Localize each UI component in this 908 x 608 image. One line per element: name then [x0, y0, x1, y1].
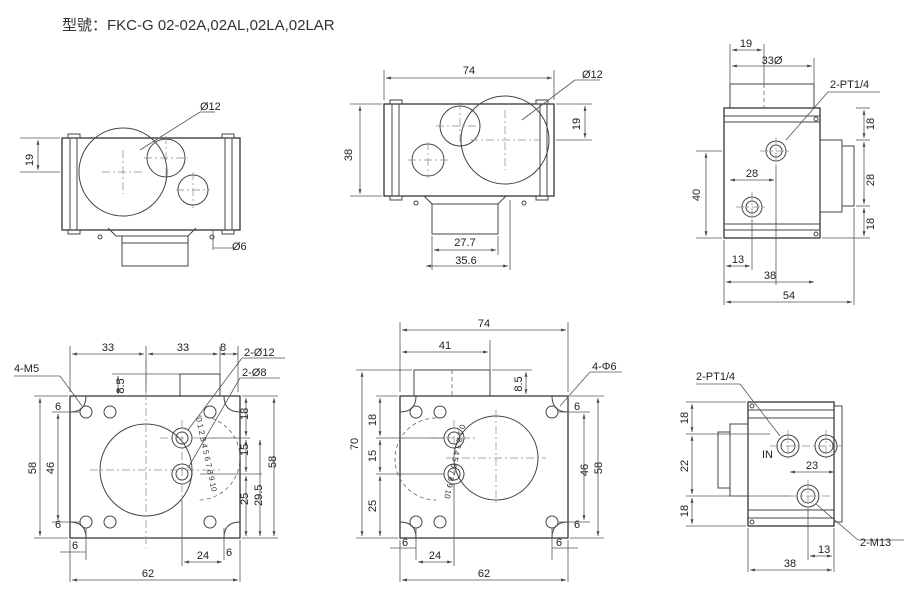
dim-label: 6 [55, 401, 61, 413]
dim-label: 58 [267, 456, 279, 468]
dim-label: 13 [818, 544, 830, 556]
dim-label: 29.5 [253, 485, 265, 506]
dim-label: 15 [239, 444, 251, 456]
dim-label: 19 [740, 38, 752, 50]
dim-label: 8 [220, 342, 226, 354]
dim-label: 18 [679, 412, 691, 424]
solenoid-cap [729, 83, 815, 109]
view-bottom-right: IN 2-PT1/4 18 22 18 23 2-M13 13 38 [679, 371, 904, 572]
dim-label: 22 [679, 460, 691, 472]
view-top-left: 19 Ø12 Ø6 [20, 101, 247, 267]
dim-label: 38 [764, 270, 776, 282]
dim-label: 25 [239, 493, 251, 505]
dim-label: 28 [865, 174, 877, 186]
dim-label: 4-M5 [14, 363, 39, 375]
screw-hole [433, 405, 447, 419]
dim-label: 8.5 [115, 378, 127, 393]
valve-bottom-stem [121, 235, 189, 267]
view-top-right: 19 33Ø 2-PT1/4 18 28 18 28 40 13 38 54 [691, 38, 880, 305]
dim-label: 33 [177, 342, 189, 354]
dim-label: 62 [142, 568, 154, 580]
dim-label: 33 [102, 342, 114, 354]
arc-scale: 0 1 2 3 4 5 6 7 8 9 10 [194, 417, 219, 493]
screw-hole [79, 405, 93, 419]
dim-label: 4-Φ6 [592, 361, 617, 373]
screw-hole [409, 405, 423, 419]
dim-label: 18 [239, 408, 251, 420]
dim-label: 33Ø [762, 55, 783, 67]
dim-label: 18 [679, 505, 691, 517]
dim-label: 6 [226, 547, 232, 559]
dim-label: 46 [45, 462, 57, 474]
view-bottom-middle: 0 1 2 3 4 5 6 7 8 9 10 74 41 8.5 4-Φ6 70… [349, 318, 622, 582]
arc-scale: 0 1 2 3 4 5 6 7 8 9 10 [442, 424, 467, 500]
screw-hole [79, 515, 93, 529]
dim-label: 18 [865, 218, 877, 230]
valve-side-body [723, 107, 821, 239]
dim-label: 2-M13 [860, 537, 891, 549]
dim-label: 6 [402, 537, 408, 549]
valve-side-body [747, 401, 835, 527]
dim-label: 18 [865, 118, 877, 130]
dim-label: 8.5 [513, 376, 525, 391]
port-label: 2-PT1/4 [696, 371, 735, 383]
large-port-circle [460, 95, 550, 185]
dim-label: 24 [197, 550, 209, 562]
dim-label: 28 [746, 168, 758, 180]
dim-label: 2-Ø8 [242, 367, 266, 379]
dim-label: 58 [27, 462, 39, 474]
dim-label: 19 [571, 118, 583, 130]
dim-label: 35.6 [455, 255, 476, 267]
dim-label: 6 [574, 401, 580, 413]
valve-body [61, 137, 241, 231]
dim-label: Ø6 [232, 241, 247, 253]
dim-label: 24 [429, 550, 441, 562]
dim-label: 54 [783, 290, 795, 302]
valve-bottom-stem [431, 203, 499, 235]
dim-label: 6 [55, 519, 61, 531]
view-top-middle: 74 Ø12 38 19 27.7 35.6 [343, 65, 603, 270]
dim-label: 62 [478, 568, 490, 580]
dim-label: 41 [439, 340, 451, 352]
dim-label: 6 [72, 540, 78, 552]
dim-label: 25 [367, 500, 379, 512]
dim-label: 15 [367, 450, 379, 462]
screw-hole [545, 515, 559, 529]
dim-label: 23 [806, 460, 818, 472]
dim-label: 40 [691, 189, 703, 201]
screw-hole [203, 405, 217, 419]
view-bottom-left: 0 1 2 3 4 5 6 7 8 9 10 33 33 8 2-Ø12 2-Ø… [14, 342, 285, 582]
dim-label: 6 [574, 519, 580, 531]
model-title: 型號：FKC-G 02-02A,02AL,02LA,02LAR [62, 17, 335, 34]
port-label: 2-PT1/4 [830, 79, 869, 91]
dim-label: Ø12 [200, 101, 221, 113]
dim-label: 6 [556, 537, 562, 549]
dim-label: 27.7 [454, 237, 475, 249]
dim-label: 46 [579, 464, 591, 476]
screw-hole [409, 515, 423, 529]
screw-hole [103, 515, 117, 529]
valve-mount-face [69, 395, 241, 539]
dim-label: Ø12 [582, 69, 603, 81]
dim-label: 38 [784, 558, 796, 570]
dim-label: 18 [367, 414, 379, 426]
screw-hole [203, 515, 217, 529]
dim-label: 2-Ø12 [244, 347, 275, 359]
in-port-label: IN [762, 449, 773, 461]
valve-mount-face [399, 395, 569, 539]
dim-label: 74 [478, 318, 490, 330]
valve-body [383, 103, 555, 197]
screw-hole [103, 405, 117, 419]
large-port-circle [78, 127, 168, 217]
dim-label: 38 [343, 149, 355, 161]
dim-label: 74 [463, 65, 475, 77]
dim-label: 58 [593, 462, 605, 474]
screw-hole [545, 405, 559, 419]
screw-hole [433, 515, 447, 529]
dim-label: 70 [349, 438, 361, 450]
dim-label: 13 [732, 254, 744, 266]
dim-label: 19 [24, 154, 36, 166]
